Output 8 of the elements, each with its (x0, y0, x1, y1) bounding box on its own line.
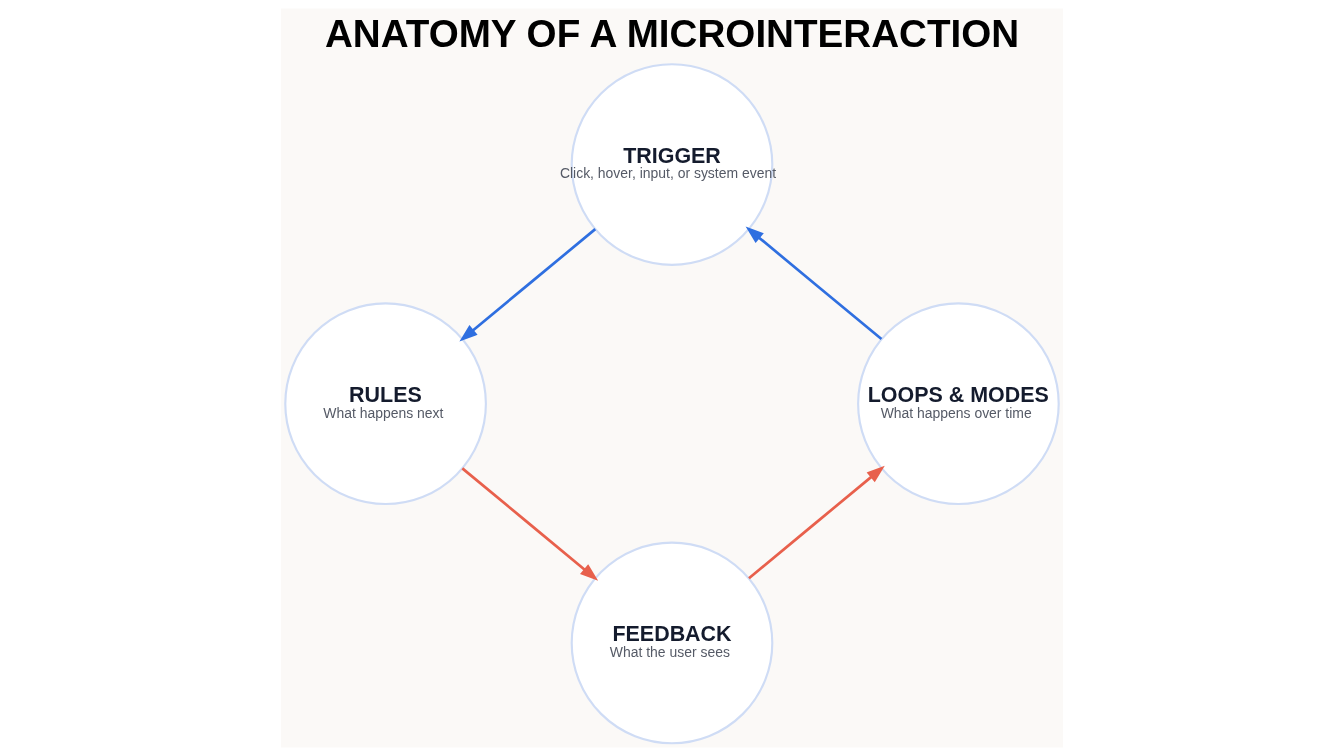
node-circle: RULES What happens next (284, 302, 487, 506)
diagram-title: ANATOMY OF A MICROINTERACTION (324, 11, 1020, 55)
node-circle: FEEDBACK What the user sees (570, 541, 774, 745)
arrow (461, 467, 599, 581)
node-circle: LOOPS & MODES What happens over time (857, 302, 1060, 506)
arrow (748, 465, 885, 580)
arrow (745, 226, 883, 340)
arrow (459, 228, 597, 342)
